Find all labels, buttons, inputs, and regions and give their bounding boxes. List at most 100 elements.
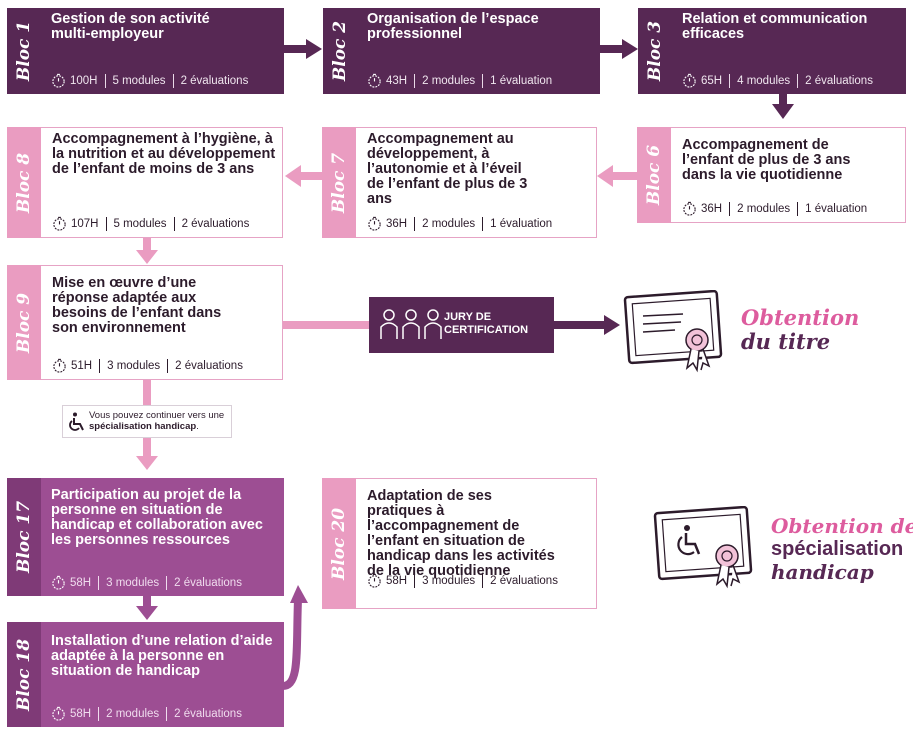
block-tab-label: Bloc 18 [14,638,34,711]
block-title: Installation d’une relation d’aide adapt… [51,633,273,679]
block-modules: 2 modules [422,217,476,230]
block-meta: 51H 3 modules 2 évaluations [52,358,243,373]
block-tab-label: Bloc 3 [645,20,665,82]
block-evaluations: 2 évaluations [181,217,250,230]
block-hours: 58H [70,707,92,720]
block-tab: Bloc 6 [637,127,671,223]
block-evaluations: 2 évaluations [490,574,558,587]
jury-certification: JURY DE CERTIFICATION [369,297,554,353]
block-evaluations: 1 évaluation [490,74,553,87]
arrow-b8-b9 [136,238,158,264]
block-tab: Bloc 1 [7,8,41,94]
block-tab: Bloc 3 [638,8,672,94]
block-title: Accompagnement au développement, à l’aut… [367,131,528,207]
block-meta: 58H 2 modules 2 évaluations [51,706,242,721]
block-hours: 36H [701,202,723,215]
block-modules: 5 modules [112,74,166,87]
block-modules: 5 modules [113,217,167,230]
obtention-spe-line-3: handicap [771,560,874,584]
block-bloc-2: Bloc 2 Organisation de l’espace professi… [323,8,600,94]
stopwatch-icon [683,73,696,88]
block-title: Accompagnement à l’hygiène, à la nutriti… [52,131,276,177]
stopwatch-icon [368,573,381,588]
block-meta: 36H 2 modules 1 évaluation [367,216,552,231]
obtention-spe-line-2: spécialisation [771,538,904,560]
stopwatch-icon [52,73,65,88]
block-meta: 100H 5 modules 2 évaluations [51,73,248,88]
block-bloc-3: Bloc 3 Relation et communication efficac… [638,8,906,94]
block-title: Participation au projet de la personne e… [51,487,263,548]
block-hours: 36H [386,217,408,230]
handicap-certificate-icon [653,506,753,589]
block-modules: 2 modules [422,74,476,87]
certificate-icon [623,290,723,373]
block-evaluations: 2 évaluations [174,576,242,589]
block-title: Relation et communication efficaces [682,11,868,42]
arrow-b18-b20 [282,585,308,690]
block-tab-label: Bloc 2 [330,20,350,82]
arrow-b7-b8 [285,165,323,187]
block-modules: 3 modules [107,359,161,372]
stopwatch-icon [368,216,381,231]
stopwatch-icon [53,358,66,373]
arrow-b1-b2 [284,39,322,59]
block-meta: 36H 2 modules 1 évaluation [682,201,867,216]
arrow-b9-jury [283,321,369,329]
block-title: Mise en œuvre d’une réponse adaptée aux … [52,275,222,336]
block-meta: 58H 3 modules 2 évaluations [367,573,558,588]
obtention-line-1: Obtention [741,305,860,330]
block-tab-label: Bloc 7 [329,152,349,213]
obtention-specialisation: Obtention de spécialisation handicap [771,515,913,584]
block-evaluations: 2 évaluations [174,707,242,720]
stopwatch-icon [52,706,65,721]
stopwatch-icon [683,201,696,216]
obtention-line-2: du titre [741,329,831,354]
block-evaluations: 2 évaluations [180,74,249,87]
block-tab: Bloc 9 [7,265,41,380]
block-tab: Bloc 7 [322,127,356,238]
block-hours: 107H [71,217,99,230]
block-bloc-1: Bloc 1 Gestion de son activité multi-emp… [7,8,284,94]
block-modules: 3 modules [422,574,476,587]
block-bloc-7: Bloc 7 Accompagnement au développement, … [322,127,597,238]
block-tab: Bloc 18 [7,622,41,727]
wheelchair-icon [69,412,84,431]
block-bloc-20: Bloc 20 Adaptation de ses pratiques à l’… [322,478,597,609]
block-evaluations: 1 évaluation [490,217,553,230]
arrow-jury-obtention [554,315,620,335]
block-evaluations: 2 évaluations [175,359,243,372]
block-meta: 58H 3 modules 2 évaluations [51,575,242,590]
stopwatch-icon [53,216,66,231]
block-tab: Bloc 20 [322,478,356,609]
arrow-b17-b18 [136,596,158,620]
block-tab: Bloc 8 [7,127,41,238]
block-tab-label: Bloc 9 [14,292,34,353]
block-bloc-6: Bloc 6 Accompagnement de l’enfant de plu… [637,127,906,223]
block-title: Accompagnement de l’enfant de plus de 3 … [682,137,851,183]
block-tab-label: Bloc 20 [329,507,349,580]
block-tab-label: Bloc 17 [14,500,34,574]
block-meta: 65H 4 modules 2 évaluations [682,73,873,88]
arrow-b9-b17 [136,380,158,470]
block-tab-label: Bloc 6 [644,144,664,206]
stopwatch-icon [52,575,65,590]
block-meta: 43H 2 modules 1 évaluation [367,73,552,88]
block-title: Adaptation de ses pratiques à l’accompag… [367,488,555,579]
specialisation-note: Vous pouvez continuer vers une spécialis… [62,405,232,438]
arrow-b2-b3 [600,39,638,59]
block-tab: Bloc 2 [323,8,357,94]
block-modules: 2 modules [737,202,791,215]
block-modules: 3 modules [106,576,160,589]
note-prefix: Vous pouvez continuer vers une [89,410,225,421]
block-hours: 65H [701,74,723,87]
block-hours: 51H [71,359,93,372]
stopwatch-icon [368,73,381,88]
block-bloc-9: Bloc 9 Mise en œuvre d’une réponse adapt… [7,265,283,380]
obtention-titre: Obtention du titre [741,306,859,354]
block-modules: 2 modules [106,707,160,720]
block-tab: Bloc 17 [7,478,41,596]
block-meta: 107H 5 modules 2 évaluations [52,216,249,231]
block-modules: 4 modules [737,74,791,87]
block-evaluations: 2 évaluations [805,74,873,87]
